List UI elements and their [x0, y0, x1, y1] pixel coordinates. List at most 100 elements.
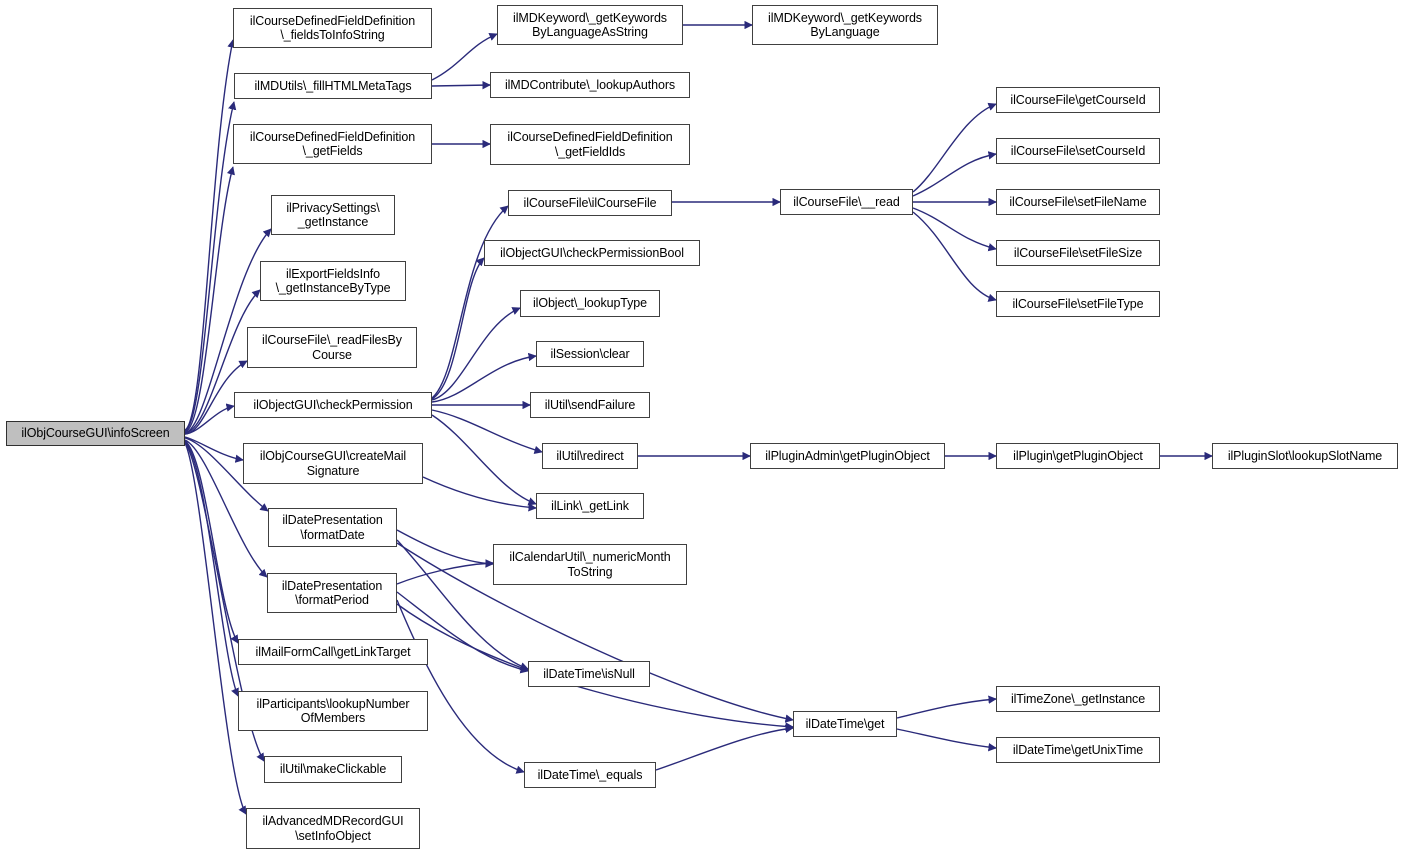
graph-node-getUnixTime[interactable]: ilDateTime\getUnixTime [996, 737, 1160, 763]
graph-node-label: ilDateTime\get [805, 716, 885, 731]
graph-node-getFields[interactable]: ilCourseDefinedFieldDefinition \_getFiel… [233, 124, 432, 164]
graph-node-getKeywords[interactable]: ilMDKeyword\_getKeywords ByLanguageAsStr… [497, 5, 683, 45]
graph-node-checkPermBool[interactable]: ilObjectGUI\checkPermissionBool [484, 240, 700, 266]
graph-node-label: ilCalendarUtil\_numericMonth ToString [509, 550, 671, 579]
call-edge [184, 39, 236, 431]
call-edge [655, 724, 794, 771]
graph-node-label: ilObject\_lookupType [532, 296, 648, 311]
graph-node-label: ilUtil\redirect [556, 448, 624, 463]
call-edge [431, 307, 521, 401]
graph-node-label: ilCourseDefinedFieldDefinition \_getFiel… [507, 130, 673, 159]
graph-node-sessionClear[interactable]: ilSession\clear [536, 341, 644, 367]
call-edge [184, 441, 239, 697]
graph-node-pluginGet[interactable]: ilPlugin\getPluginObject [996, 443, 1160, 469]
graph-node-ilCourseFile[interactable]: ilCourseFile\ilCourseFile [508, 190, 672, 216]
call-edge [184, 403, 235, 435]
graph-node-label: ilDateTime\isNull [543, 666, 635, 681]
call-edge [896, 695, 997, 719]
graph-node-label: ilUtil\sendFailure [544, 397, 636, 412]
graph-node-label: ilDateTime\getUnixTime [1012, 742, 1144, 757]
graph-node-label: ilPlugin\getPluginObject [1013, 448, 1143, 463]
graph-node-label: ilPrivacySettings\ _getInstance [286, 200, 380, 230]
call-edge [912, 207, 997, 252]
graph-node-redirect[interactable]: ilUtil\redirect [542, 443, 638, 469]
graph-node-mailFormCall[interactable]: ilMailFormCall\getLinkTarget [238, 639, 428, 665]
graph-node-checkPerm[interactable]: ilObjectGUI\checkPermission [234, 392, 432, 418]
call-edge [396, 559, 494, 585]
call-edge [431, 352, 537, 403]
graph-node-label: ilObjCourseGUI\infoScreen [21, 426, 170, 441]
graph-node-read[interactable]: ilCourseFile\__read [780, 189, 913, 215]
graph-node-label: ilCourseFile\_readFilesBy Course [262, 333, 402, 362]
call-edge [912, 102, 997, 193]
graph-node-label: ilUtil\makeClickable [279, 762, 387, 777]
graph-node-root[interactable]: ilObjCourseGUI\infoScreen [6, 421, 185, 446]
graph-node-participants[interactable]: ilParticipants\lookupNumber OfMembers [238, 691, 428, 731]
graph-node-setFileSize[interactable]: ilCourseFile\setFileSize [996, 240, 1160, 266]
graph-node-label: ilMailFormCall\getLinkTarget [255, 644, 411, 659]
graph-node-label: ilCourseFile\__read [793, 194, 900, 209]
graph-node-lookupAuthors[interactable]: ilMDContribute\_lookupAuthors [490, 72, 690, 98]
graph-node-label: ilTimeZone\_getInstance [1010, 691, 1146, 706]
graph-node-lookupType[interactable]: ilObject\_lookupType [520, 290, 660, 317]
call-edge [431, 205, 509, 399]
graph-node-formatDate[interactable]: ilDatePresentation \formatDate [268, 508, 397, 547]
graph-node-getKeywordsByLang[interactable]: ilMDKeyword\_getKeywords ByLanguage [752, 5, 938, 45]
graph-node-label: ilDateTime\_equals [537, 767, 643, 782]
graph-node-label: ilPluginAdmin\getPluginObject [765, 448, 930, 463]
call-edge [422, 476, 537, 512]
graph-node-label: ilCourseFile\setFileName [1009, 194, 1147, 209]
graph-node-numericMonth[interactable]: ilCalendarUtil\_numericMonth ToString [493, 544, 687, 585]
graph-node-exportFields[interactable]: ilExportFieldsInfo \_getInstanceByType [260, 261, 406, 301]
graph-node-label: ilObjectGUI\checkPermissionBool [500, 245, 684, 260]
graph-node-label: ilLink\_getLink [551, 498, 629, 513]
graph-node-label: ilCourseFile\setFileType [1012, 296, 1144, 311]
graph-node-label: ilMDKeyword\_getKeywords ByLanguageAsStr… [513, 10, 667, 40]
graph-node-label: ilCourseDefinedFieldDefinition \_getFiel… [249, 129, 416, 159]
graph-node-label: ilMDContribute\_lookupAuthors [504, 77, 676, 92]
call-edge [184, 101, 237, 432]
graph-node-createMailSig[interactable]: ilObjCourseGUI\createMail Signature [243, 443, 423, 484]
graph-node-formatPeriod[interactable]: ilDatePresentation \formatPeriod [267, 573, 397, 613]
call-edge [431, 257, 485, 400]
call-edge [184, 440, 239, 644]
call-edge [431, 80, 491, 90]
graph-node-pluginAdmin[interactable]: ilPluginAdmin\getPluginObject [750, 443, 945, 469]
graph-node-makeClickable[interactable]: ilUtil\makeClickable [264, 756, 402, 783]
graph-node-fillHTMLMeta[interactable]: ilMDUtils\_fillHTMLMetaTags [234, 73, 432, 99]
graph-node-label: ilSession\clear [550, 346, 630, 361]
graph-node-label: ilExportFieldsInfo \_getInstanceByType [275, 266, 391, 296]
graph-node-getCourseId[interactable]: ilCourseFile\getCourseId [996, 87, 1160, 113]
graph-node-readFilesBy[interactable]: ilCourseFile\_readFilesBy Course [247, 327, 417, 368]
graph-node-dateTimeGet[interactable]: ilDateTime\get [793, 711, 897, 737]
call-edge [431, 414, 537, 506]
graph-node-label: ilCourseFile\setFileSize [1013, 245, 1143, 260]
call-edge [912, 151, 997, 197]
graph-node-fieldsToInfo[interactable]: ilCourseDefinedFieldDefinition \_fieldsT… [233, 8, 432, 48]
graph-node-timeZone[interactable]: ilTimeZone\_getInstance [996, 686, 1160, 712]
graph-node-getLink[interactable]: ilLink\_getLink [536, 493, 644, 519]
graph-node-setCourseId[interactable]: ilCourseFile\setCourseId [996, 138, 1160, 164]
graph-node-setFileType[interactable]: ilCourseFile\setFileType [996, 291, 1160, 317]
graph-node-sendFailure[interactable]: ilUtil\sendFailure [530, 392, 650, 418]
graph-node-equals[interactable]: ilDateTime\_equals [524, 762, 656, 788]
graph-node-label: ilObjectGUI\checkPermission [253, 397, 413, 412]
graph-node-label: ilObjCourseGUI\createMail Signature [259, 449, 407, 478]
call-edge [896, 728, 997, 752]
graph-node-setFileName[interactable]: ilCourseFile\setFileName [996, 189, 1160, 215]
graph-node-getFieldIds[interactable]: ilCourseDefinedFieldDefinition \_getFiel… [490, 124, 690, 165]
call-edge [184, 166, 235, 433]
graph-node-label: ilCourseFile\setCourseId [1010, 143, 1146, 158]
graph-node-label: ilPluginSlot\lookupSlotName [1227, 448, 1383, 463]
graph-node-pluginSlot[interactable]: ilPluginSlot\lookupSlotName [1212, 443, 1398, 469]
graph-node-isNull[interactable]: ilDateTime\isNull [528, 661, 650, 687]
graph-node-label: ilCourseDefinedFieldDefinition \_fieldsT… [249, 13, 416, 43]
graph-node-label: ilMDUtils\_fillHTMLMetaTags [254, 78, 412, 93]
call-edge [396, 529, 494, 568]
graph-node-label: ilDatePresentation \formatPeriod [281, 578, 383, 608]
graph-node-privacy[interactable]: ilPrivacySettings\ _getInstance [271, 195, 395, 235]
graph-node-advancedMD[interactable]: ilAdvancedMDRecordGUI \setInfoObject [246, 808, 420, 849]
graph-node-label: ilCourseFile\ilCourseFile [523, 195, 657, 210]
